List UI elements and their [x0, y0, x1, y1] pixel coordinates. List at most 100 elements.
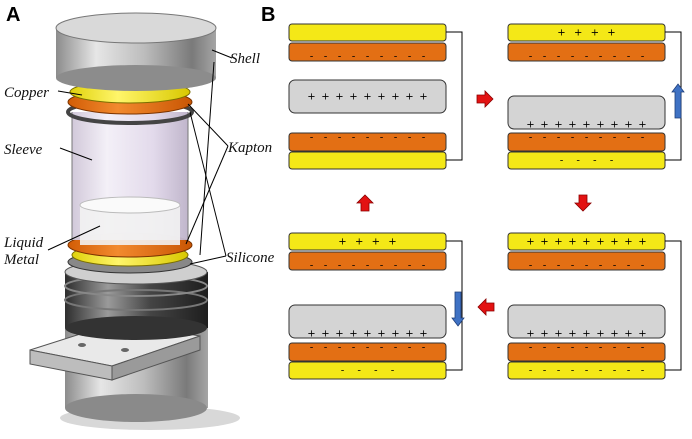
- charge-sign: -: [310, 261, 314, 272]
- panel-b-label: B: [261, 4, 275, 26]
- upper-copper-electrode: [288, 232, 447, 251]
- charge-sign: -: [380, 133, 384, 144]
- charge-sign: +: [391, 329, 399, 340]
- panel-a-label: A: [6, 4, 20, 26]
- charge-sign: +: [591, 28, 599, 39]
- charge-sign: +: [307, 92, 315, 103]
- charge-sign: -: [641, 133, 645, 144]
- charge-sign: -: [352, 261, 356, 272]
- charge-sign: -: [310, 343, 314, 354]
- charge-sign: -: [641, 366, 645, 377]
- charge-sign: +: [540, 120, 548, 131]
- shell-top: [55, 12, 217, 91]
- charge-sign: -: [599, 133, 603, 144]
- device-illustration: Shell Copper Sleeve Kapton Liquid Metal …: [3, 12, 275, 430]
- charge-sign: +: [405, 329, 413, 340]
- charge-sign: -: [324, 343, 328, 354]
- charge-sign: +: [638, 120, 646, 131]
- state-1: ---------+++++++++---------: [288, 23, 463, 170]
- charge-sign: +: [419, 329, 427, 340]
- charge-sign: +: [338, 237, 346, 248]
- charge-sign: -: [613, 366, 617, 377]
- charge-sign: -: [557, 343, 561, 354]
- label-liquid-metal-line1: Liquid: [3, 235, 44, 251]
- charge-sign: -: [366, 343, 370, 354]
- charge-sign: -: [557, 133, 561, 144]
- charge-sign: -: [352, 133, 356, 144]
- label-copper: Copper: [4, 85, 49, 101]
- charge-sign: +: [526, 237, 534, 248]
- upper-kapton-layer: [288, 42, 447, 62]
- charge-sign: -: [585, 133, 589, 144]
- liquid-metal-layer: [507, 95, 666, 130]
- sleeve: [71, 112, 189, 245]
- charge-sign: -: [641, 343, 645, 354]
- charge-sign: -: [391, 366, 395, 377]
- charge-sign: +: [596, 329, 604, 340]
- charge-sign: -: [571, 133, 575, 144]
- charge-sign: -: [543, 366, 547, 377]
- upper-kapton-layer: [288, 251, 447, 271]
- charge-sign: +: [419, 92, 427, 103]
- charge-sign: -: [557, 261, 561, 272]
- charge-sign: -: [338, 261, 342, 272]
- charge-sign: +: [377, 92, 385, 103]
- charge-sign: -: [338, 343, 342, 354]
- charge-sign: -: [394, 52, 398, 63]
- charge-sign: +: [610, 120, 618, 131]
- charge-sign: -: [599, 343, 603, 354]
- charge-sign: -: [543, 261, 547, 272]
- upper-copper-electrode: [288, 23, 447, 42]
- charge-sign: -: [585, 343, 589, 354]
- charge-sign: +: [582, 120, 590, 131]
- charge-sign: +: [349, 92, 357, 103]
- charge-sign: +: [335, 92, 343, 103]
- charge-sign: -: [352, 52, 356, 63]
- charge-sign: +: [610, 237, 618, 248]
- motion-arrow-down: [451, 291, 465, 327]
- charge-sign: -: [529, 261, 533, 272]
- charge-sign: +: [568, 237, 576, 248]
- charge-sign: -: [543, 52, 547, 63]
- charge-sign: -: [341, 366, 345, 377]
- charge-sign: +: [624, 329, 632, 340]
- charge-sign: -: [422, 261, 426, 272]
- charge-sign: +: [355, 237, 363, 248]
- charge-sign: -: [543, 343, 547, 354]
- charge-sign: -: [380, 261, 384, 272]
- charge-sign: -: [357, 366, 361, 377]
- charge-sign: -: [627, 133, 631, 144]
- charge-sign: -: [571, 52, 575, 63]
- charge-sign: +: [582, 237, 590, 248]
- charge-sign: +: [554, 120, 562, 131]
- charge-sign: -: [324, 261, 328, 272]
- charge-sign: +: [405, 92, 413, 103]
- charge-sign: +: [321, 92, 329, 103]
- charge-sign: -: [627, 343, 631, 354]
- charge-sign: -: [324, 52, 328, 63]
- state-4: ++++---------+++++++++-------------: [288, 232, 465, 380]
- label-kapton: Kapton: [227, 140, 272, 156]
- charge-sign: +: [388, 237, 396, 248]
- charge-sign: -: [641, 261, 645, 272]
- lower-kapton-layer: [507, 132, 666, 152]
- arrow-2-to-3: [574, 194, 592, 212]
- charge-sign: -: [627, 261, 631, 272]
- charge-sign: -: [338, 133, 342, 144]
- charge-sign: +: [335, 329, 343, 340]
- charge-sign: +: [557, 28, 565, 39]
- liquid-metal-layer: [288, 304, 447, 339]
- charge-sign: +: [391, 92, 399, 103]
- charge-sign: +: [582, 329, 590, 340]
- label-sleeve: Sleeve: [4, 142, 43, 158]
- charge-sign: +: [574, 28, 582, 39]
- liquid-metal-layer: [288, 79, 447, 114]
- charge-sign: -: [366, 133, 370, 144]
- charge-sign: +: [372, 237, 380, 248]
- charge-sign: -: [627, 52, 631, 63]
- charge-sign: -: [627, 366, 631, 377]
- charge-sign: -: [571, 366, 575, 377]
- charge-sign: +: [554, 329, 562, 340]
- charge-sign: -: [380, 52, 384, 63]
